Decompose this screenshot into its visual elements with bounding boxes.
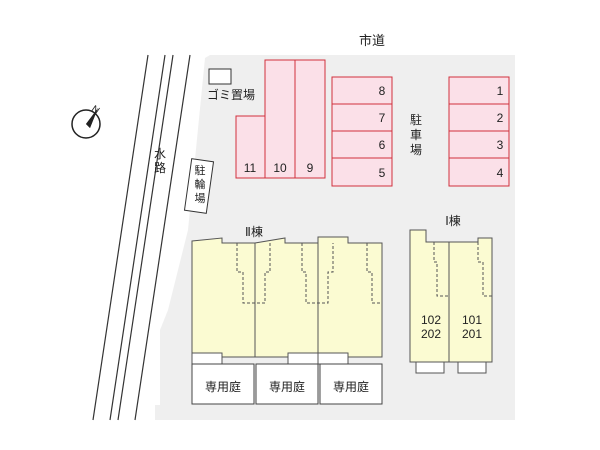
svg-text:水: 水 (154, 147, 166, 161)
parking-number: 5 (379, 166, 386, 180)
parking-number: 4 (497, 166, 504, 180)
parking-number: 6 (379, 138, 386, 152)
private-garden (191, 363, 255, 405)
private-garden-label: 専用庭 (269, 379, 305, 394)
svg-text:場: 場 (410, 143, 422, 157)
parking-number: 2 (497, 111, 504, 125)
parking-space (331, 130, 393, 159)
parking-group-center: 8 7 6 5 (331, 76, 393, 187)
unit-number: 202 (421, 327, 441, 341)
parking-space (331, 103, 393, 132)
parking-group-left: 11 10 9 (235, 59, 326, 179)
unit-number: 201 (462, 327, 482, 341)
parking-space (448, 76, 510, 105)
building-2 (191, 236, 383, 365)
unit-number: 101 (462, 313, 482, 327)
parking-number: 1 (497, 84, 504, 98)
parking-number: 9 (307, 161, 314, 175)
parking-space (331, 157, 393, 187)
garbage-area-label: ゴミ置場 (207, 87, 255, 102)
waterway-label: 水 路 (154, 147, 166, 175)
building-1-label: Ⅰ棟 (445, 213, 461, 228)
parking-number: 8 (379, 84, 386, 98)
svg-text:駐: 駐 (410, 112, 422, 127)
svg-text:路: 路 (154, 160, 166, 175)
private-garden (319, 363, 383, 405)
private-gardens: 専用庭 専用庭 専用庭 (191, 363, 383, 405)
waterway (92, 54, 191, 421)
private-garden (255, 363, 319, 405)
private-garden-label: 専用庭 (205, 379, 241, 394)
parking-group-right: 1 2 3 4 (448, 76, 510, 187)
parking-space (448, 103, 510, 132)
parking-number: 11 (244, 161, 257, 175)
parking-label: 駐 車 場 (410, 112, 422, 157)
parking-space (448, 157, 510, 187)
unit-number: 102 (421, 313, 441, 327)
building-1 (409, 229, 493, 374)
parking-space (331, 76, 393, 105)
north-arrow-icon: N (71, 104, 101, 139)
bicycle-parking (183, 158, 215, 214)
svg-text:場: 場 (195, 192, 206, 205)
private-garden-label: 専用庭 (333, 379, 369, 394)
svg-text:車: 車 (410, 128, 422, 142)
bicycle-parking-label: 駐 輪 場 (195, 163, 206, 205)
road-label: 市道 (359, 33, 385, 48)
building-2-label: Ⅱ棟 (245, 224, 263, 239)
garbage-area-box (208, 68, 232, 85)
parking-number: 10 (273, 161, 287, 175)
parking-number: 7 (379, 111, 386, 125)
parking-space (294, 59, 326, 179)
svg-text:駐: 駐 (195, 163, 206, 177)
parking-space (264, 59, 296, 179)
parking-number: 3 (497, 138, 504, 152)
unit-numbers: 102 202 101 201 (421, 313, 482, 341)
svg-text:輪: 輪 (195, 177, 206, 191)
